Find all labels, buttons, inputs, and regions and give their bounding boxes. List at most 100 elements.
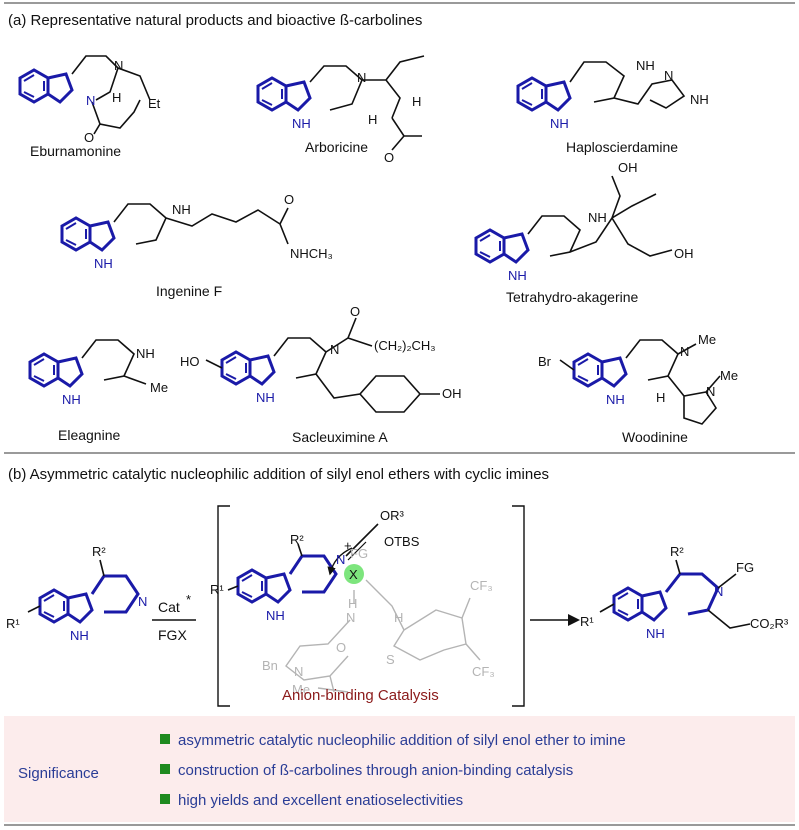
intermediate-otbs-label: OTBS	[384, 534, 420, 549]
intermediate-x-label: X	[349, 567, 358, 582]
haploscierdamine-nh3-label: NH	[550, 116, 569, 131]
catalyst-cf3-2-label: CF₃	[472, 664, 495, 679]
significance-item-2: construction of ß-carbolines through ani…	[160, 762, 573, 779]
ingenine-f-structure	[60, 203, 289, 252]
compound-sacleuximine-a: Sacleuximine A	[292, 429, 388, 445]
product-nh-label: NH	[646, 626, 665, 641]
ingenine-nh2-label: NH	[94, 256, 113, 271]
haploscierdamine-nh-label: NH	[636, 58, 655, 73]
significance-item-3: high yields and excellent enatioselectiv…	[160, 792, 463, 809]
eleagnine-nh2-label: NH	[62, 392, 81, 407]
iminium-intermediate-structure	[227, 523, 379, 604]
product-r2-label: R²	[670, 544, 684, 559]
product-co2r3-label: CO₂R³	[750, 616, 789, 631]
intermediate-r1-label: R¹	[210, 582, 224, 597]
haploscierdamine-nh2-label: NH	[690, 92, 709, 107]
arboricine-o-label: O	[384, 150, 394, 165]
woodinine-n2-label: N	[706, 384, 715, 399]
compound-woodinine: Woodinine	[622, 429, 688, 445]
akagerine-oh2-label: OH	[674, 246, 694, 261]
start-r2-label: R²	[92, 544, 106, 559]
sacleuximine-structure	[205, 317, 440, 413]
ingenine-nh-label: NH	[172, 202, 191, 217]
woodinine-br-label: Br	[538, 354, 552, 369]
arboricine-n-label: N	[357, 70, 366, 85]
bullet-square-icon	[160, 734, 170, 745]
woodinine-me2-label: Me	[720, 368, 738, 383]
haploscierdamine-n-label: N	[664, 68, 673, 83]
compound-tetrahydro-akagerine: Tetrahydro-akagerine	[506, 289, 639, 305]
sacleuximine-oh-label: OH	[442, 386, 462, 401]
catalyst-me-label: Me	[292, 682, 310, 697]
bullet-square-icon	[160, 794, 170, 805]
compound-haploscierdamine: Haploscierdamine	[566, 139, 678, 155]
reagent-fgx: FGX	[158, 627, 187, 643]
eleagnine-nh-label: NH	[136, 346, 155, 361]
intermediate-or3-label: OR³	[380, 508, 405, 523]
compound-arboricine: Arboricine	[305, 139, 368, 155]
compound-ingenine-f: Ingenine F	[156, 283, 222, 299]
tetrahydro-akagerine-structure	[474, 175, 673, 264]
woodinine-me-label: Me	[698, 332, 716, 347]
arboricine-h2-label: H	[412, 94, 421, 109]
reagent-cat: Cat	[158, 599, 180, 615]
thiourea-catalyst-structure	[285, 579, 481, 693]
product-n-label: N	[714, 584, 723, 599]
intermediate-nh-label: NH	[266, 608, 285, 623]
sacleuximine-chain-label: (CH₂)₂CH₃	[374, 338, 436, 353]
middle-rule	[4, 452, 795, 454]
start-n-label: N	[138, 594, 147, 609]
catalyst-bn-label: Bn	[262, 658, 278, 673]
eleagnine-me-label: Me	[150, 380, 168, 395]
catalyst-n2-label: N	[294, 664, 303, 679]
eburnamonine-h-label: H	[112, 90, 121, 105]
bullet-square-icon	[160, 764, 170, 775]
start-nh-label: NH	[70, 628, 89, 643]
akagerine-oh-label: OH	[618, 160, 638, 175]
product-r1-label: R¹	[580, 614, 594, 629]
sacleuximine-ho-label: HO	[180, 354, 200, 369]
catalyst-h-label: H	[348, 596, 357, 611]
ingenine-nhch3-label: NHCH₃	[290, 246, 333, 261]
catalyst-s-label: S	[386, 652, 395, 667]
eburnamonine-n2-label: N	[86, 93, 95, 108]
significance-panel	[4, 716, 795, 822]
significance-item-1: asymmetric catalytic nucleophilic additi…	[160, 732, 626, 749]
start-r1-label: R¹	[6, 616, 20, 631]
catalyst-n-label: N	[346, 610, 355, 625]
eburnamonine-structure	[18, 55, 151, 135]
intermediate-n-label: N	[336, 552, 345, 567]
significance-label: Significance	[18, 765, 99, 782]
arboricine-nh-label: NH	[292, 116, 311, 131]
eburnamonine-et-label: Et	[148, 96, 161, 111]
anion-binding-caption: Anion-binding Catalysis	[282, 687, 439, 704]
ingenine-o-label: O	[284, 192, 294, 207]
woodinine-n-label: N	[680, 344, 689, 359]
sacleuximine-o-label: O	[350, 304, 360, 319]
compound-eburnamonine: Eburnamonine	[30, 143, 121, 159]
haploscierdamine-structure	[516, 61, 686, 112]
arboricine-h-label: H	[368, 112, 377, 127]
sacleuximine-n-label: N	[330, 342, 339, 357]
product-fg-label: FG	[736, 560, 754, 575]
reagent-cat-star: *	[186, 592, 191, 607]
akagerine-nh-label: NH	[588, 210, 607, 225]
eleagnine-structure	[28, 339, 147, 388]
catalyst-h2-label: H	[394, 610, 403, 625]
akagerine-nh2-label: NH	[508, 268, 527, 283]
intermediate-fg-label: FG	[350, 546, 368, 561]
intermediate-plus-label: +	[344, 538, 352, 553]
compound-eleagnine: Eleagnine	[58, 427, 120, 443]
catalyst-o-label: O	[336, 640, 346, 655]
woodinine-structure	[559, 339, 721, 425]
section-a-title: (a) Representative natural products and …	[8, 12, 423, 29]
product-structure	[599, 559, 751, 629]
woodinine-nh-label: NH	[606, 392, 625, 407]
arboricine-structure	[256, 55, 425, 151]
sacleuximine-nh-label: NH	[256, 390, 275, 405]
eburnamonine-o-label: O	[84, 130, 94, 145]
top-rule	[4, 2, 795, 4]
intermediate-r2-label: R²	[290, 532, 304, 547]
catalyst-cf3-label: CF₃	[470, 578, 493, 593]
